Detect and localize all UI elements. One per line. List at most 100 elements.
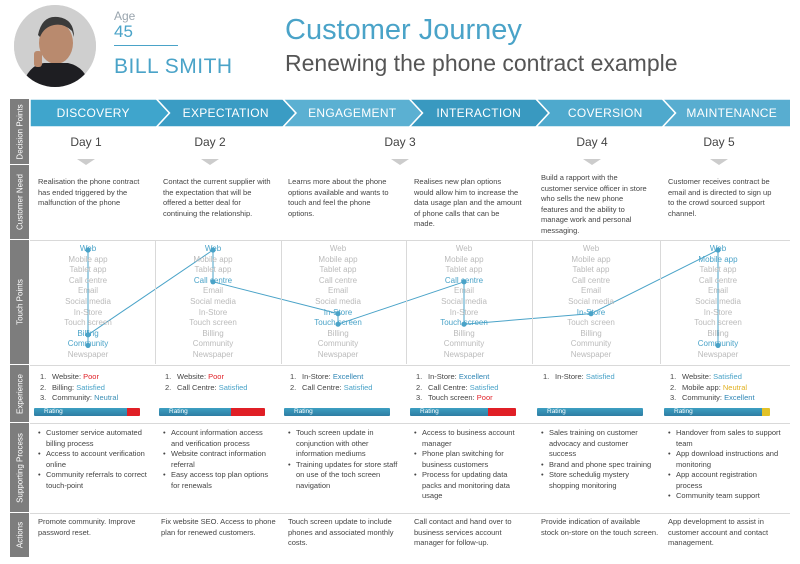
supporting-process-item: Store schedulig mystery shopping monitor… <box>539 470 655 491</box>
age-label: Age <box>114 9 136 23</box>
experience-number: 1. <box>543 372 550 381</box>
touchpoint-in-store: In-Store <box>576 307 606 317</box>
touchpoint-touch-screen: Touch screen <box>440 318 488 328</box>
decision-day-3: Day 3 <box>384 135 416 149</box>
experience-rating: Satisfied <box>713 372 742 381</box>
experience-rating: Satisfied <box>218 382 248 392</box>
experience-channel: In-Store: <box>555 372 586 381</box>
supporting-process-item: Sales training on customer advocacy and … <box>539 428 655 460</box>
supporting-process-item: App account registration process <box>666 470 782 491</box>
touchpoint-email: Email <box>580 286 601 296</box>
stage-label: ENGAGEMENT <box>308 106 397 120</box>
stage-label: COVERSION <box>567 106 643 120</box>
rating-bar-negative <box>127 408 140 416</box>
supporting-process-item: Customer service automated billing proce… <box>36 428 152 449</box>
persona-avatar <box>14 5 96 87</box>
supporting-process-item: Access to account verification online <box>36 449 152 470</box>
day-marker-icon <box>391 159 409 165</box>
column-divider <box>281 240 282 364</box>
touchpoint-newspaper: Newspaper <box>67 349 109 359</box>
rating-bar-positive: Rating <box>159 408 232 416</box>
rating-label: Rating <box>674 408 693 415</box>
touchpoint-billing: Billing <box>202 328 224 338</box>
experience-channel: Community: <box>52 393 95 402</box>
day-marker-icon <box>710 159 728 165</box>
rating-bar-positive: Rating <box>537 408 643 416</box>
experience-item: 1.Website: Satisfied <box>670 372 782 383</box>
touchpoint-tablet-app: Tablet app <box>319 265 357 275</box>
experience-rating: Satisfied <box>343 382 373 392</box>
touchpoint-mobile-app: Mobile app <box>698 254 738 264</box>
page-title: Customer Journey <box>285 14 522 46</box>
experience-rating: Poor <box>208 372 224 381</box>
touchpoint-web: Web <box>455 244 473 253</box>
touchpoint-call-centre: Call centre <box>698 275 738 285</box>
experience-rating: Excellent <box>724 393 755 402</box>
experience-list: 1.In-Store: Satisfied <box>543 372 655 383</box>
touchpoint-tablet-app: Tablet app <box>572 265 610 275</box>
rating-bar-negative <box>761 408 770 416</box>
touchpoint-billing: Billing <box>580 328 602 338</box>
experience-item: 2.Billing: Satisfied <box>40 383 152 394</box>
stage-arrow-engagement <box>281 99 424 127</box>
experience-number: 2. <box>40 382 47 392</box>
touchpoint-touch-screen: Touch screen <box>567 318 615 328</box>
supporting-process-list: Account information access and verificat… <box>161 428 277 491</box>
touchpoint-in-store: In-Store <box>323 307 353 317</box>
page-subtitle: Renewing the phone contract example <box>285 50 678 76</box>
touchpoint-call-centre: Call centre <box>444 275 484 285</box>
action-text: Call contact and hand over to business s… <box>414 517 512 547</box>
supporting-process-item: Easy access top plan options for renewal… <box>161 470 277 491</box>
persona-name: BILL SMITH <box>114 55 233 78</box>
divider <box>30 513 790 514</box>
experience-item: 1.In-Store: Satisfied <box>543 372 655 383</box>
experience-rating: Excellent <box>332 372 364 381</box>
touchpoint-social-media: Social media <box>695 296 741 306</box>
customer-need-text: Realisation the phone contract has ended… <box>38 177 140 207</box>
row-label-experience: Experience <box>10 365 29 423</box>
experience-channel: In-Store: <box>302 372 333 381</box>
touchpoint-web: Web <box>79 244 97 253</box>
rating-bar-positive: Rating <box>34 408 128 416</box>
experience-item: 1.In-Store: Excellent <box>416 372 528 383</box>
rating-bar: Rating <box>410 408 516 416</box>
decision-day-5: Day 5 <box>703 135 735 149</box>
row-label-text: Experience <box>15 373 24 414</box>
experience-rating: Poor <box>83 372 99 381</box>
action-text: Touch screen update to include phones an… <box>288 517 394 547</box>
supporting-process-item: Account information access and verificat… <box>161 428 277 449</box>
experience-item: 3.Community: Neutral <box>40 393 152 404</box>
touchpoint-community: Community <box>67 339 109 349</box>
experience-item: 3.Community: Excellent <box>670 393 782 404</box>
experience-number: 2. <box>165 382 172 392</box>
supporting-process-item: Phone plan switching for business custom… <box>412 449 528 470</box>
touchpoint-touch-screen: Touch screen <box>314 318 362 328</box>
row-label-supporting-process: Supporting Process <box>10 423 29 513</box>
row-label-decision-points: Decision Points <box>10 99 29 165</box>
touchpoint-touch-screen: Touch screen <box>694 318 742 328</box>
day-marker-icon <box>201 159 219 165</box>
rating-bar-positive: Rating <box>664 408 762 416</box>
experience-number: 2. <box>290 382 297 392</box>
rating-label: Rating <box>44 408 63 415</box>
experience-channel: Website: <box>177 372 209 381</box>
stage-label: INTERACTION <box>436 106 522 120</box>
touchpoint-email: Email <box>453 286 474 296</box>
touchpoint-social-media: Social media <box>65 296 111 306</box>
experience-rating: Poor <box>476 393 493 402</box>
supporting-process-item: Touch screen update in conjunction with … <box>286 428 402 460</box>
touchpoint-billing: Billing <box>453 328 475 338</box>
customer-need-text: Build a rapport with the customer servic… <box>541 173 647 235</box>
experience-rating: Satisfied <box>76 382 105 392</box>
touchpoint-web: Web <box>582 244 600 253</box>
stage-arrow-interaction <box>408 99 551 127</box>
touchpoint-mobile-app: Mobile app <box>571 254 611 264</box>
supporting-process-items: Access to business account managerPhone … <box>412 428 528 502</box>
touchpoint-call-centre: Call centre <box>318 275 358 285</box>
touchpoint-tablet-app: Tablet app <box>194 265 232 275</box>
supporting-process-item: Training updates for store staff on use … <box>286 460 402 492</box>
